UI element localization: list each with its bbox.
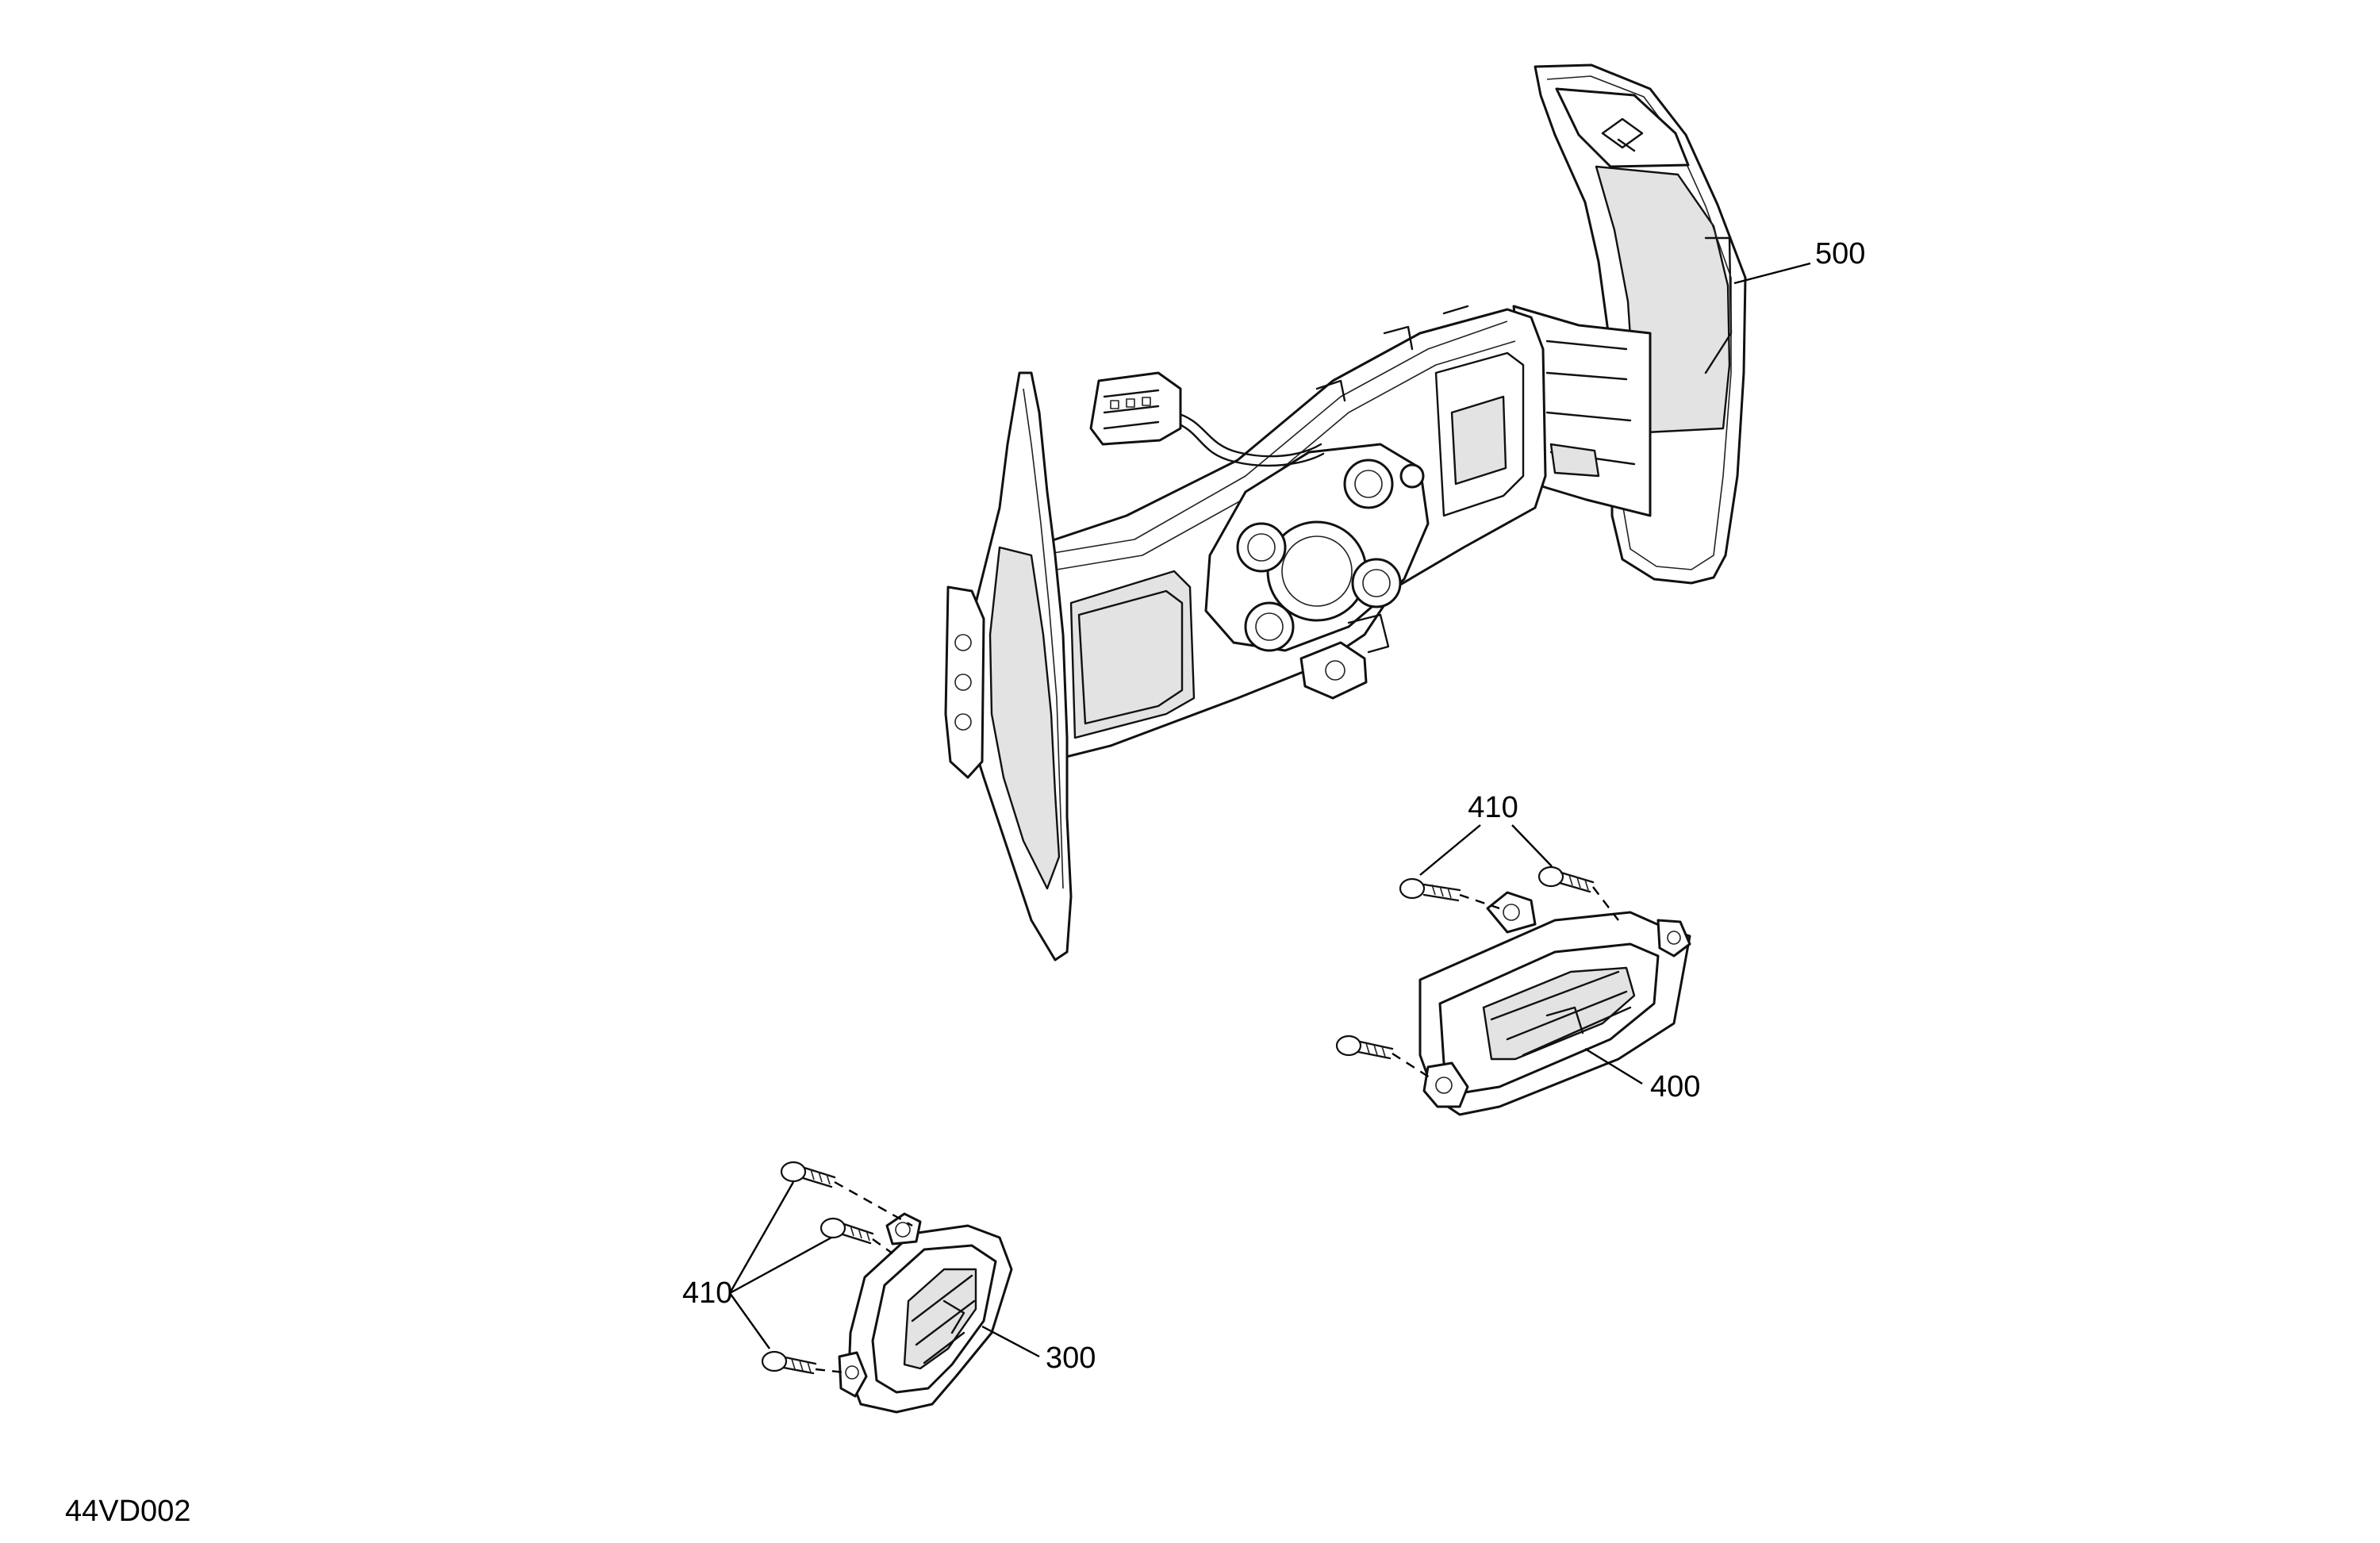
switch-module-left [838,1212,1013,1414]
right-arm [1512,305,1652,517]
left-paddle [944,371,1073,961]
callout-400: 400 [1650,1070,1700,1104]
callout-300: 300 [1046,1341,1096,1375]
screw-right-c [1335,1034,1394,1060]
switch-module-right [1418,891,1691,1116]
paddle-shifter-assembly [944,63,1747,961]
callout-500: 500 [1815,237,1865,271]
screw-left-a [780,1161,836,1188]
screw-right-a [1399,877,1461,902]
screw-left-c [761,1350,817,1375]
right-paddle [1534,63,1747,585]
screw-left-b [820,1217,874,1245]
leader-lines [728,262,1811,1358]
callout-410-left: 410 [682,1276,732,1310]
screw-right-b [1537,866,1595,893]
drawing-code: 44VD002 [65,1495,190,1528]
callout-410-right: 410 [1468,791,1518,824]
wiring-harness [1089,371,1325,467]
central-housing [1030,305,1547,763]
